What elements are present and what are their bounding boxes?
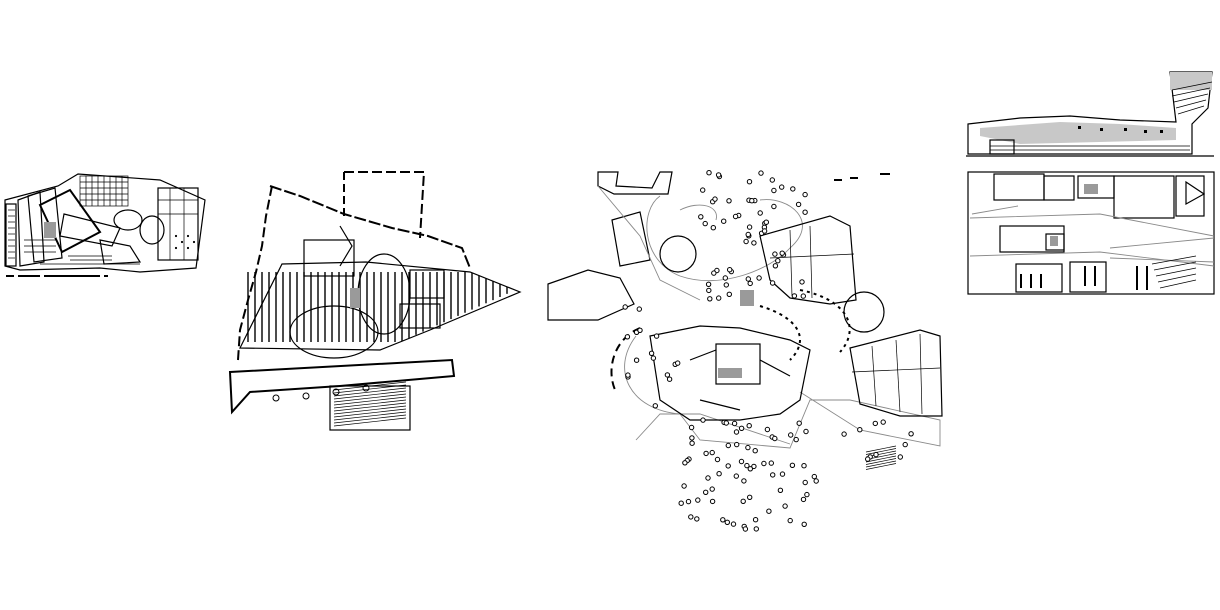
site-plan-small [4,173,206,277]
elevation-and-section [966,71,1215,295]
landscape-plan [547,170,943,532]
elevation [966,71,1214,157]
section-plan [967,171,1215,295]
ground-floor-plan [228,171,522,431]
